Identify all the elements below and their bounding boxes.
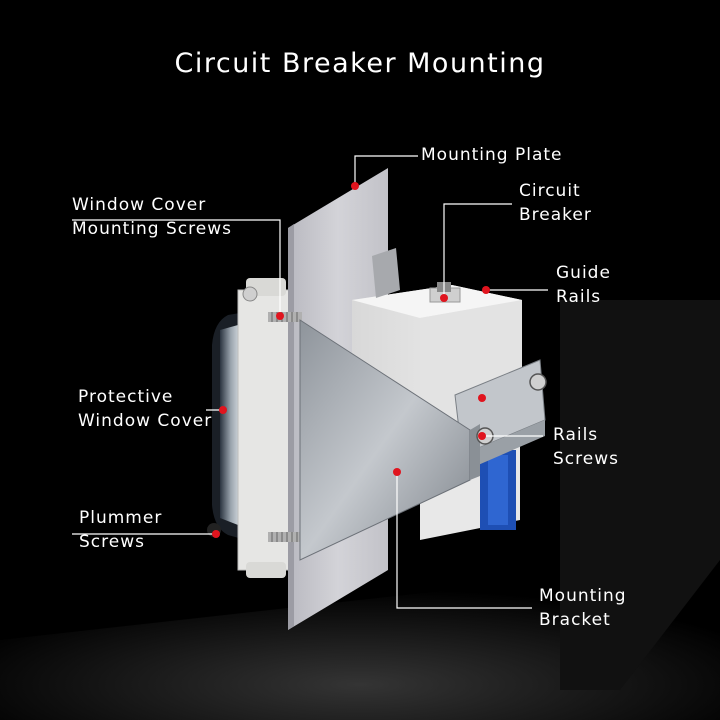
marker-rails-screws [478, 432, 486, 440]
label-mounting-bracket: Mounting Bracket [539, 584, 627, 632]
label-window-cover-screws: Window Cover Mounting Screws [72, 193, 232, 241]
label-line: Mounting Screws [72, 219, 232, 239]
leader-lines [72, 155, 548, 609]
label-line: Plummer [79, 508, 163, 528]
label-line: Rails [556, 287, 602, 307]
back-shadow [560, 300, 720, 690]
marker-mounting-bracket [393, 468, 401, 476]
marker-protective-cover [219, 406, 227, 414]
label-line: Rails [553, 425, 599, 445]
label-line: Breaker [519, 205, 592, 225]
marker-mounting-plate [351, 182, 359, 190]
label-protective-window-cover: Protective Window Cover [78, 385, 212, 433]
label-line: Window Cover [78, 411, 213, 431]
label-line: Screws [79, 532, 145, 552]
label-line: Circuit [519, 181, 581, 201]
markers [212, 182, 490, 538]
label-line: Guide [556, 263, 611, 283]
label-line: Mounting [539, 586, 627, 606]
marker-circuit-breaker [440, 294, 448, 302]
label-line: Screws [553, 449, 619, 469]
label-circuit-breaker: Circuit Breaker [519, 179, 592, 227]
marker-plummer-screws [212, 530, 220, 538]
label-line: Bracket [539, 610, 611, 630]
protective-window-cover [207, 278, 291, 578]
label-rails-screws: Rails Screws [553, 423, 619, 471]
window-cover-screws [268, 312, 302, 542]
label-plummer-screws: Plummer Screws [79, 506, 162, 554]
floor-glow [0, 560, 720, 720]
label-line: Window Cover [72, 195, 207, 215]
label-line: Protective [78, 387, 174, 407]
marker-guide-rails [482, 286, 490, 294]
marker-guide-rails-2 [478, 394, 486, 402]
label-guide-rails: Guide Rails [556, 261, 611, 309]
page-title: Circuit Breaker Mounting [174, 48, 546, 79]
label-mounting-plate: Mounting Plate [421, 145, 563, 165]
marker-window-cover-screws [276, 312, 284, 320]
